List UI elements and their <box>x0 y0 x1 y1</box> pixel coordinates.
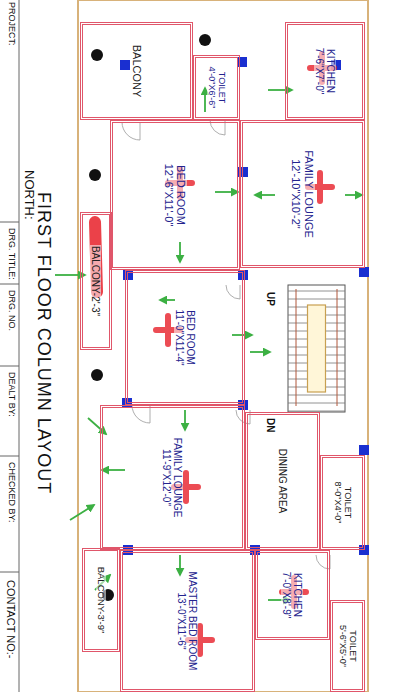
room: BALCONY-3'-9" <box>82 548 120 652</box>
title-block-field: PROJECT: <box>6 2 16 46</box>
room-name: BALCONY-3'-9" <box>96 566 106 635</box>
room-name: TOILET <box>343 486 353 519</box>
title-block-field: CHECKED BY: <box>6 462 16 523</box>
green-arrow <box>184 410 186 430</box>
ink-blob <box>89 169 101 181</box>
room-size: 4'-0"X6'-6" <box>207 66 217 110</box>
room: FAMILY LOUNGE11'-9"X12'-0" <box>100 405 245 550</box>
green-arrow <box>160 299 175 301</box>
door-swing <box>122 122 140 140</box>
green-arrow <box>215 191 238 193</box>
room: MASTER BED ROOM13'-0"X11'-6" <box>120 550 255 692</box>
title-block-field: DRG. NO. <box>6 290 16 331</box>
room-name: BALCONY-2'-3" <box>91 245 102 317</box>
title-block-field: DEALT BY: <box>6 372 16 417</box>
room: BED ROOM11'-0"X11'-4" <box>125 270 245 405</box>
green-arrow <box>268 89 292 91</box>
ink-blob <box>91 49 103 61</box>
title-block-field: DRG. TITLE: <box>6 228 16 280</box>
north-label: NORTH: <box>22 170 36 220</box>
green-arrow <box>250 351 270 353</box>
stair-label: DN <box>265 418 276 432</box>
room-size: 7'-6"X7'-0" <box>314 47 325 96</box>
room: TOILET8'-0"X4'-0" <box>320 455 365 550</box>
room-size: 7'-0"X8'-9" <box>282 571 293 620</box>
green-arrow <box>255 194 275 196</box>
room-name: BED ROOM <box>175 164 187 226</box>
room-size: 8'-0"X4'-0" <box>333 481 343 525</box>
room: BALCONY <box>80 22 193 120</box>
room-name: MASTER BED ROOM <box>188 571 199 672</box>
column <box>359 445 369 455</box>
room: BALCONY-2'-3" <box>80 212 112 350</box>
room-name: KITCHEN <box>293 572 304 618</box>
green-arrow <box>179 555 181 575</box>
room-name: KITCHEN <box>325 48 336 94</box>
room-size: 5'-6"X5'-0" <box>338 624 348 668</box>
green-arrow <box>179 242 181 262</box>
room: BED ROOM12'-6"X11'-0" <box>110 120 240 270</box>
room-name: DINING AREA <box>277 448 288 514</box>
room: KITCHEN7'-6"X7'-0" <box>285 22 365 120</box>
room-name: BALCONY <box>130 44 142 99</box>
room-size: 11'-0"X11'-4" <box>174 308 185 366</box>
room: FAMILY LOUNGE12'-10"X10'-2" <box>240 120 365 268</box>
room: DINING AREA <box>245 412 320 550</box>
room: KITCHEN7'-0"X8'-9" <box>255 550 330 640</box>
drawing-title: FIRST FLOOR COLUMN LAYOUT <box>33 192 54 494</box>
room: TOILET5'-6"X5'-0" <box>330 600 365 692</box>
green-arrow <box>345 194 362 196</box>
title-block <box>0 0 19 692</box>
green-arrow <box>70 505 94 520</box>
room-name: BED ROOM <box>185 309 196 365</box>
stair-label: UP <box>265 292 276 306</box>
room-name: TOILET <box>217 71 227 104</box>
green-arrow <box>232 334 252 336</box>
green-arrow <box>102 469 125 471</box>
column <box>359 267 369 277</box>
room-name: FAMILY LOUNGE <box>173 437 184 519</box>
room-name: TOILET <box>348 629 358 662</box>
room-size: 12'-6"X11'-0" <box>163 163 175 228</box>
ink-blob <box>91 369 103 381</box>
room-size: 11'-9"X12'-0" <box>162 448 173 507</box>
room: TOILET4'-0"X6'-6" <box>193 55 240 120</box>
room-size: 12'-10"X10'-2" <box>290 158 302 230</box>
green-arrow <box>88 418 106 434</box>
column <box>120 60 130 70</box>
title-block-field: CONTACT NO:- <box>5 580 17 658</box>
outer-boundary <box>78 0 368 692</box>
room-name: FAMILY LOUNGE <box>303 149 315 239</box>
staircase <box>288 285 345 412</box>
ink-blob <box>199 34 211 46</box>
room-size: 13'-0"X11'-6" <box>177 592 188 651</box>
door-swing <box>226 285 240 299</box>
